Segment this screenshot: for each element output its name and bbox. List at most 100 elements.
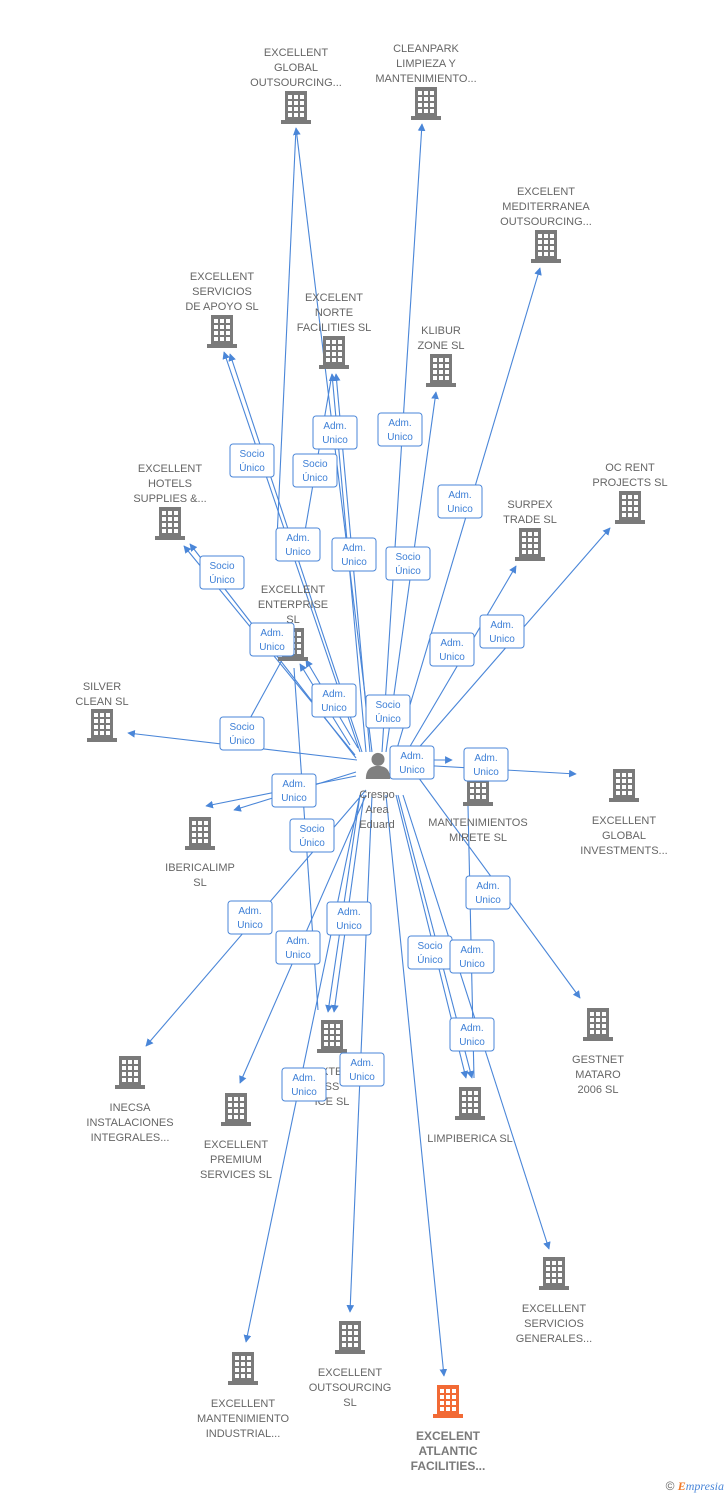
badge-box bbox=[275, 527, 321, 562]
company-node[interactable]: EXCELENTATLANTICFACILITIES... bbox=[411, 1385, 486, 1473]
badge-box bbox=[479, 614, 525, 649]
badge-text: Unico bbox=[285, 950, 311, 961]
badge-text: Unico bbox=[475, 895, 501, 906]
building-icon bbox=[426, 354, 456, 387]
badge-text: Adm. bbox=[286, 936, 309, 947]
company-label: EXCELLENT bbox=[261, 584, 325, 596]
relation-badge[interactable]: Adm.Unico bbox=[249, 622, 295, 657]
relation-badge[interactable]: Adm. Unico bbox=[339, 1052, 385, 1087]
company-node[interactable]: EXCELLENTGLOBALOUTSOURCING... bbox=[250, 47, 342, 124]
badge-text: Socio bbox=[209, 561, 234, 572]
company-label: LIMPIBERICA SL bbox=[427, 1133, 513, 1145]
empresia-logo[interactable]: Empresia bbox=[677, 1479, 724, 1493]
company-label: LIMPIEZA Y bbox=[396, 58, 456, 70]
badge-text: Adm. bbox=[388, 418, 411, 429]
building-icon bbox=[87, 709, 117, 742]
company-node[interactable]: LIMPIBERICA SL bbox=[427, 1087, 513, 1145]
relation-badge[interactable]: Adm.Unico bbox=[449, 939, 495, 974]
badge-text: Unico bbox=[349, 1072, 375, 1083]
building-icon bbox=[221, 1093, 251, 1126]
badge-text: Adm. bbox=[350, 1058, 373, 1069]
building-icon bbox=[433, 1385, 463, 1418]
building-icon bbox=[319, 336, 349, 369]
relation-badge[interactable]: Adm.Unico bbox=[437, 484, 483, 519]
company-label: EXCELLENT bbox=[264, 47, 328, 59]
company-label: EXCELENT bbox=[305, 292, 363, 304]
relation-badge[interactable]: Adm.Unico bbox=[429, 632, 475, 667]
badge-text: Único bbox=[395, 564, 421, 577]
badge-text: Adm. bbox=[282, 779, 305, 790]
company-label: EXCELENT bbox=[416, 1429, 481, 1443]
badge-box bbox=[311, 683, 357, 718]
relation-badge[interactable]: Adm.Unico bbox=[465, 875, 511, 910]
badge-text: Unico bbox=[259, 642, 285, 653]
relation-badge[interactable]: Adm.Unico bbox=[377, 412, 423, 447]
relation-badge[interactable]: Adm.Unico bbox=[463, 747, 509, 782]
company-label: SUPPLIES &... bbox=[133, 493, 206, 505]
company-label: ATLANTIC bbox=[418, 1444, 477, 1458]
badge-text: Adm. bbox=[342, 543, 365, 554]
badge-text: Unico bbox=[336, 921, 362, 932]
company-node[interactable]: EXCELLENTMANTENIMIENTOINDUSTRIAL... bbox=[197, 1352, 290, 1440]
relation-badge[interactable]: Adm.Unico bbox=[479, 614, 525, 649]
badge-text: Socio bbox=[375, 700, 400, 711]
relation-badge[interactable]: Adm.Unico bbox=[326, 901, 372, 936]
relation-badge[interactable]: Adm.Unico bbox=[311, 683, 357, 718]
company-node[interactable]: INECSAINSTALACIONESINTEGRALES... bbox=[86, 1056, 174, 1144]
company-node[interactable]: EXCELENTMEDITERRANEAOUTSOURCING... bbox=[500, 186, 592, 263]
badge-text: Unico bbox=[237, 920, 263, 931]
badge-box bbox=[249, 622, 295, 657]
company-label: GENERALES... bbox=[516, 1333, 592, 1345]
company-node[interactable]: EXCELLENTSERVICIOSGENERALES... bbox=[516, 1257, 592, 1345]
badge-text: Unico bbox=[291, 1087, 317, 1098]
badge-text: Socio bbox=[229, 722, 254, 733]
relation-badge[interactable]: Adm. Unico bbox=[275, 930, 321, 965]
badge-text: Unico bbox=[285, 547, 311, 558]
relation-badge[interactable]: Adm.Unico bbox=[312, 415, 358, 450]
relation-badge[interactable]: Adm.Unico bbox=[331, 537, 377, 572]
company-label: MEDITERRANEA bbox=[502, 201, 590, 213]
relation-badge[interactable]: Adm.Unico bbox=[275, 527, 321, 562]
relation-badge[interactable]: Adm.Unico bbox=[227, 900, 273, 935]
badge-box bbox=[437, 484, 483, 519]
badge-text: Único bbox=[302, 471, 328, 484]
badge-text: Socio bbox=[239, 449, 264, 460]
relation-badge[interactable]: Adm.Unico bbox=[389, 745, 435, 780]
badge-box bbox=[275, 930, 321, 965]
relation-badge[interactable]: Adm.Unico bbox=[281, 1067, 327, 1102]
company-node[interactable]: EXCELLENTGLOBALINVESTMENTS... bbox=[580, 769, 668, 857]
copyright-symbol: © bbox=[665, 1479, 675, 1493]
relation-badge[interactable]: Adm.Unico bbox=[449, 1017, 495, 1052]
badge-text: Socio bbox=[395, 552, 420, 563]
badge-box bbox=[326, 901, 372, 936]
relation-badge[interactable]: Adm.Unico bbox=[271, 773, 317, 808]
person-label: Eduard bbox=[359, 819, 394, 831]
company-label: SL bbox=[343, 1397, 356, 1409]
company-label: EXCELLENT bbox=[138, 463, 202, 475]
badge-text: Único bbox=[229, 734, 255, 747]
